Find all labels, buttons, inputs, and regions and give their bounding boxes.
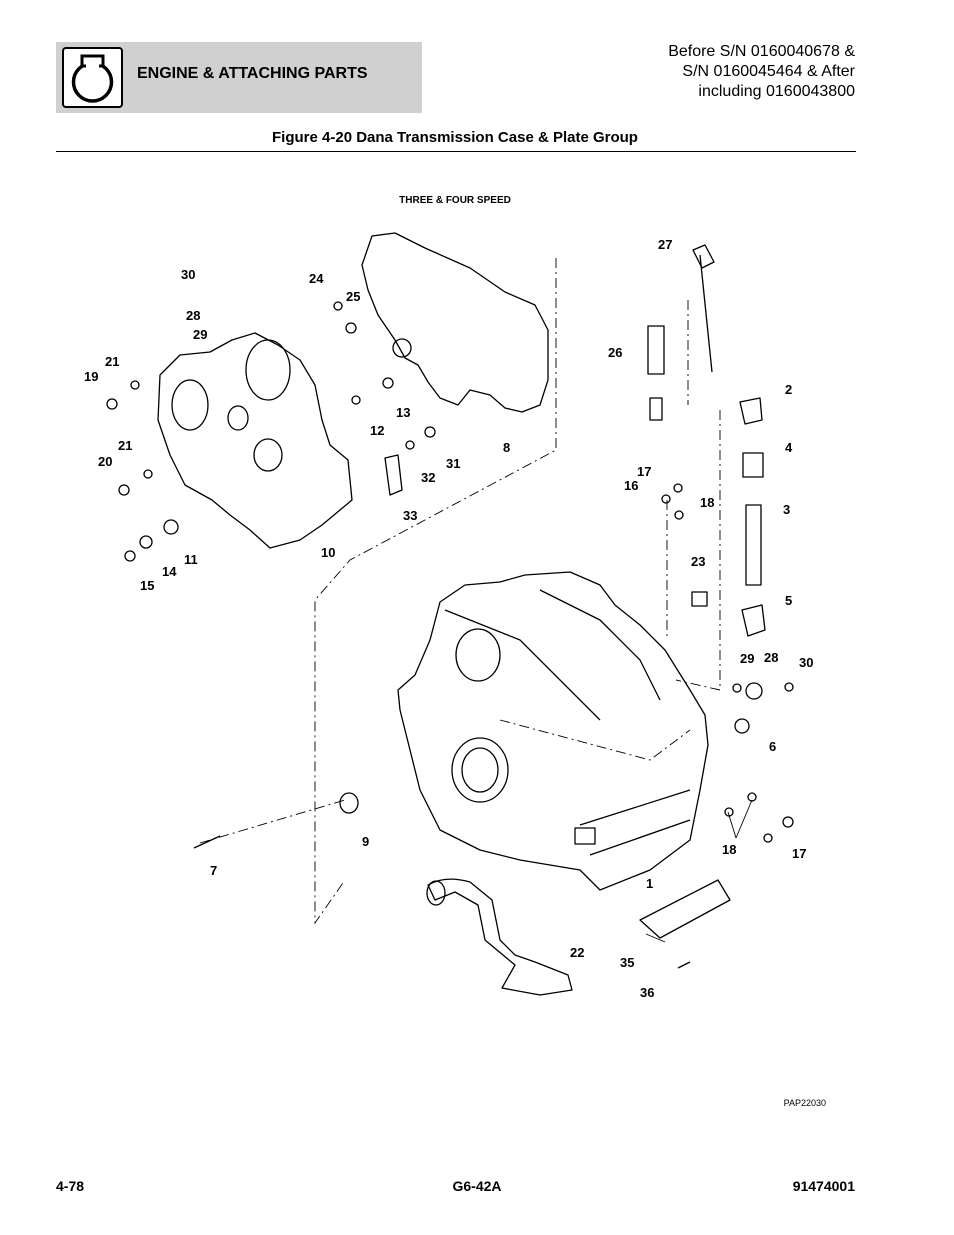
callout-8: 8 — [503, 440, 510, 455]
callout-33: 33 — [403, 508, 417, 523]
callout-23: 23 — [691, 554, 705, 569]
bracket-33 — [384, 454, 403, 496]
callout-28: 28 — [764, 650, 778, 665]
callout-17: 17 — [792, 846, 806, 861]
callout-25: 25 — [346, 289, 360, 304]
callout-2: 2 — [785, 382, 792, 397]
suction-tube-22 — [427, 878, 573, 996]
callout-18: 18 — [700, 495, 714, 510]
callout-9: 9 — [362, 834, 369, 849]
page-number: 4-78 — [56, 1178, 85, 1194]
serial-range: Before S/N 0160040678 & S/N 0160045464 &… — [668, 42, 855, 102]
callout-29: 29 — [740, 651, 754, 666]
callout-6: 6 — [769, 739, 776, 754]
callout-10: 10 — [321, 545, 335, 560]
callout-12: 12 — [370, 423, 384, 438]
callout-21: 21 — [118, 438, 132, 453]
model-number: G6-42A — [452, 1178, 502, 1194]
callout-36: 36 — [640, 985, 654, 1000]
callout-4: 4 — [785, 440, 793, 455]
plug-23 — [691, 591, 708, 607]
callout-21: 21 — [105, 354, 119, 369]
callout-24: 24 — [309, 271, 324, 286]
o-ring-9 — [339, 792, 359, 814]
callout-18: 18 — [722, 842, 736, 857]
gasket-8 — [361, 232, 549, 413]
callout-30: 30 — [799, 655, 813, 670]
callout-20: 20 — [98, 454, 112, 469]
callout-11: 11 — [184, 552, 198, 567]
serial-line-2: S/N 0160045464 & After — [682, 63, 855, 80]
figure-title: Figure 4-20 Dana Transmission Case & Pla… — [272, 129, 638, 146]
callout-31: 31 — [446, 456, 460, 471]
callout-27: 27 — [658, 237, 672, 252]
section-title: ENGINE & ATTACHING PARTS — [137, 65, 368, 82]
callout-29: 29 — [193, 327, 207, 342]
tube-3 — [745, 504, 762, 586]
filler-tube-26 — [647, 325, 665, 375]
callout-1: 1 — [646, 876, 653, 891]
breather-2 — [739, 397, 763, 425]
callout-15: 15 — [140, 578, 154, 593]
document-number: 91474001 — [792, 1178, 855, 1194]
drawing-reference-code: PAP22030 — [783, 1098, 826, 1108]
plate-10 — [157, 332, 353, 549]
callout-26: 26 — [608, 345, 622, 360]
serial-line-3: including 0160043800 — [698, 83, 855, 100]
callout-19: 19 — [84, 369, 98, 384]
callout-17: 17 — [637, 464, 651, 479]
callout-32: 32 — [421, 470, 435, 485]
callout-28: 28 — [186, 308, 200, 323]
dipstick-27 — [699, 254, 713, 373]
callout-16: 16 — [624, 478, 638, 493]
transmission-case-1 — [397, 571, 709, 891]
callout-5: 5 — [785, 593, 792, 608]
callout-13: 13 — [396, 405, 410, 420]
callout-14: 14 — [162, 564, 177, 579]
callout-35: 35 — [620, 955, 634, 970]
callout-22: 22 — [570, 945, 584, 960]
title-divider — [56, 151, 856, 152]
callout-30: 30 — [181, 267, 195, 282]
shield-35 — [639, 879, 731, 939]
elbow-5 — [741, 604, 766, 637]
bushing-4 — [742, 452, 764, 478]
serial-line-1: Before S/N 0160040678 & — [668, 43, 855, 60]
callout-3: 3 — [783, 502, 790, 517]
figure-subtitle: THREE & FOUR SPEED — [399, 195, 511, 206]
callout-7: 7 — [210, 863, 217, 878]
engine-icon — [62, 47, 123, 108]
pin-7 — [193, 835, 221, 849]
